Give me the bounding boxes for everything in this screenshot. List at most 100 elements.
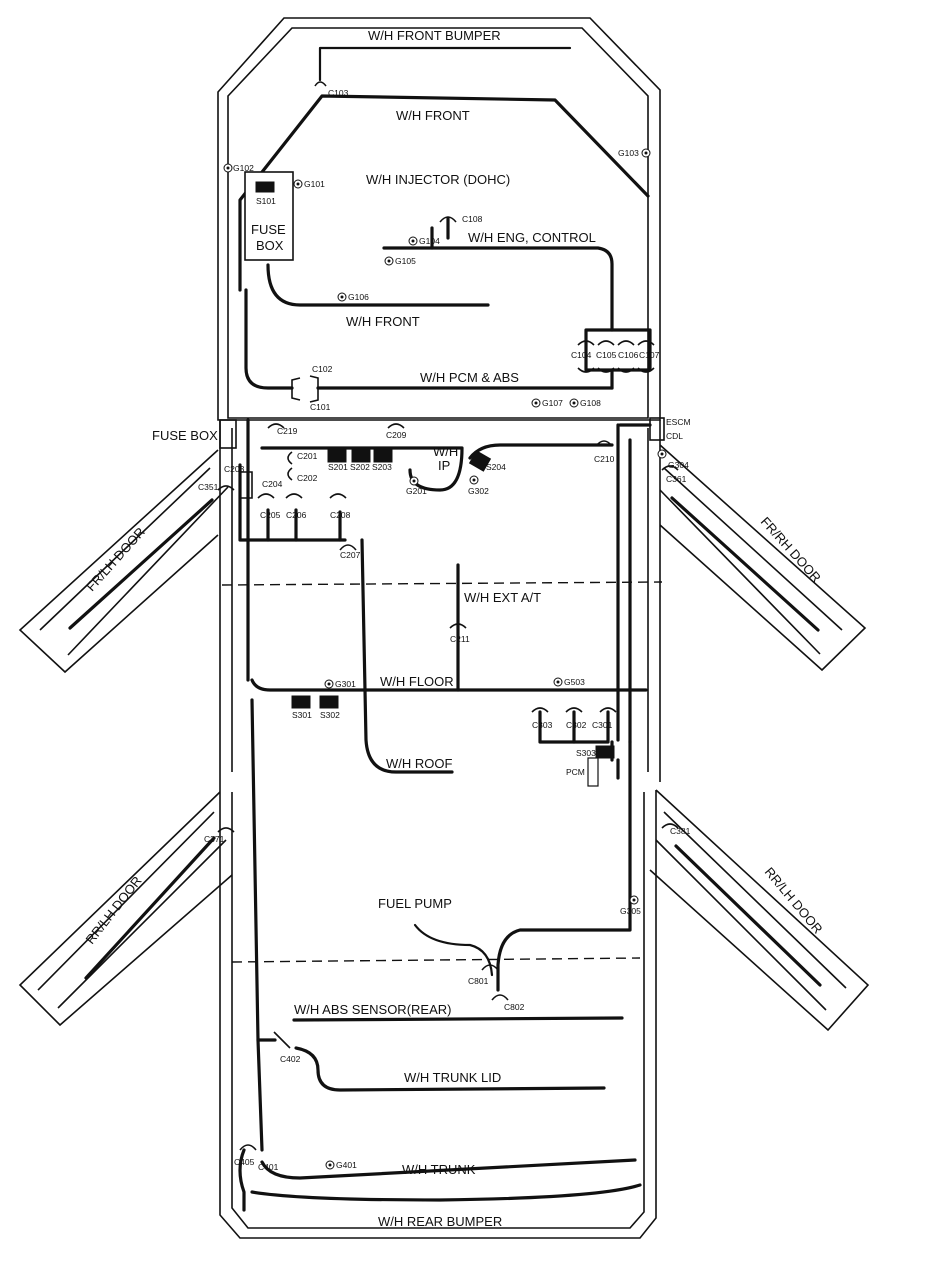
connector-c107: C107 <box>639 350 660 360</box>
connector-c207: C207 <box>340 550 361 560</box>
label-wh-ip-line2: IP <box>438 458 450 473</box>
ground-g105 <box>384 256 394 266</box>
label-wh-eng-control: W/H ENG, CONTROL <box>468 230 596 245</box>
splice-label-s301: S301 <box>292 710 312 720</box>
harness-wires <box>238 46 652 1212</box>
ground-g102 <box>223 163 233 173</box>
connector-c106: C106 <box>618 350 639 360</box>
harness-labels: W/H FRONT BUMPER W/H FRONT W/H INJECTOR … <box>294 28 596 1229</box>
connector-c202: C202 <box>297 473 318 483</box>
label-rr-rh-door: RR/LH DOOR <box>762 864 826 936</box>
label-wh-front-lower: W/H FRONT <box>346 314 420 329</box>
connector-c371: C371 <box>204 834 225 844</box>
label-pcm: PCM <box>566 767 585 777</box>
connector-c381: C381 <box>670 826 691 836</box>
ground-label-g102: G102 <box>233 163 254 173</box>
splice-blocks <box>291 449 615 787</box>
splice-label-s302: S302 <box>320 710 340 720</box>
ground-label-g107: G107 <box>542 398 563 408</box>
connector-c208: C208 <box>330 510 351 520</box>
label-fuse-box-line2: BOX <box>256 238 284 253</box>
connector-c206: C206 <box>286 510 307 520</box>
label-cdl: CDL <box>666 431 683 441</box>
splice-label-s201: S201 <box>328 462 348 472</box>
connector-c211: C211 <box>450 634 470 644</box>
label-wh-abs-sensor: W/H ABS SENSOR(REAR) <box>294 1002 451 1017</box>
splice-label-s303: S303 <box>576 748 596 758</box>
connector-c104: C104 <box>571 350 592 360</box>
label-wh-rear-bumper: W/H REAR BUMPER <box>378 1214 502 1229</box>
connector-c204: C204 <box>262 479 283 489</box>
ground-label-g201: G201 <box>406 486 427 496</box>
ground-g107 <box>531 398 541 408</box>
ground-g106 <box>337 292 347 302</box>
connector-c205: C205 <box>260 510 281 520</box>
connector-c802: C802 <box>504 1002 525 1012</box>
splice-labels: S101 S201 S202 S203 S204 S301 S302 S303 <box>256 196 596 758</box>
fr-rh-door <box>659 444 867 672</box>
vehicle-body-outline <box>217 17 665 1239</box>
rr-lh-door <box>18 791 233 1027</box>
connector-c361: C361 <box>666 474 687 484</box>
label-fr-rh-door: FR/RH DOOR <box>758 514 824 585</box>
connector-c209: C209 <box>386 430 407 440</box>
ground-labels: G102 G101 G103 G104 G105 G106 G107 G108 … <box>233 148 689 1170</box>
splice-label-s203: S203 <box>372 462 392 472</box>
connector-labels: C103 C108 C104 C105 C106 C107 C102 C101 … <box>198 88 691 1172</box>
ground-g401 <box>325 1160 335 1170</box>
connector-c801: C801 <box>468 976 489 986</box>
connector-c302: C302 <box>566 720 587 730</box>
splice-label-s101: S101 <box>256 196 276 206</box>
splice-label-s202: S202 <box>350 462 370 472</box>
connector-c351: C351 <box>198 482 219 492</box>
label-fuse-box-side: FUSE BOX <box>152 428 218 443</box>
label-wh-floor: W/H FLOOR <box>380 674 454 689</box>
connector-glyphs <box>217 81 679 1151</box>
label-rr-lh-door: RR/LH DOOR <box>83 873 145 947</box>
ground-g503 <box>553 677 563 687</box>
label-wh-pcm-abs: W/H PCM & ABS <box>420 370 519 385</box>
label-fuse-box-line1: FUSE <box>251 222 286 237</box>
label-wh-trunk: W/H TRUNK <box>402 1162 476 1177</box>
ground-g304 <box>657 449 667 459</box>
connector-c108: C108 <box>462 214 483 224</box>
connector-c103: C103 <box>328 88 349 98</box>
label-wh-injector: W/H INJECTOR (DOHC) <box>366 172 510 187</box>
ground-label-g302: G302 <box>468 486 489 496</box>
ground-label-g104: G104 <box>419 236 440 246</box>
component-labels: FUSE BOX FUSE BOX FUEL PUMP ESCM CDL PCM <box>152 222 691 911</box>
ground-label-g301: G301 <box>335 679 356 689</box>
connector-c101: C101 <box>310 402 331 412</box>
connector-c102: C102 <box>312 364 333 374</box>
label-wh-trunk-lid: W/H TRUNK LID <box>404 1070 501 1085</box>
splice-label-s204: S204 <box>486 462 506 472</box>
ground-g301 <box>324 679 334 689</box>
ground-label-g106: G106 <box>348 292 369 302</box>
ground-g302 <box>469 475 479 485</box>
rr-rh-door <box>649 789 870 1032</box>
ground-label-g101: G101 <box>304 179 325 189</box>
connector-c219: C219 <box>277 426 298 436</box>
label-fuel-pump: FUEL PUMP <box>378 896 452 911</box>
ground-g104 <box>408 236 418 246</box>
label-wh-front: W/H FRONT <box>396 108 470 123</box>
connector-c401: C401 <box>258 1162 279 1172</box>
ground-label-g503: G503 <box>564 677 585 687</box>
ground-label-g305: G305 <box>620 906 641 916</box>
engine-fuse-box <box>244 171 294 261</box>
connector-c402: C402 <box>280 1054 301 1064</box>
ground-label-g401: G401 <box>336 1160 357 1170</box>
fr-lh-door <box>18 449 229 674</box>
ground-g201 <box>409 476 419 486</box>
ground-label-g105: G105 <box>395 256 416 266</box>
label-fr-lh-door: FR/LH DOOR <box>83 524 148 594</box>
connector-c105: C105 <box>596 350 617 360</box>
label-wh-ip-line1: W/H <box>433 444 458 459</box>
connector-c201: C201 <box>297 451 318 461</box>
ground-label-g108: G108 <box>580 398 601 408</box>
ground-label-g103: G103 <box>618 148 639 158</box>
ground-symbols <box>223 148 667 1170</box>
label-wh-ext-at: W/H EXT A/T <box>464 590 541 605</box>
connector-c405: C405 <box>234 1157 255 1167</box>
connector-c303: C303 <box>532 720 553 730</box>
